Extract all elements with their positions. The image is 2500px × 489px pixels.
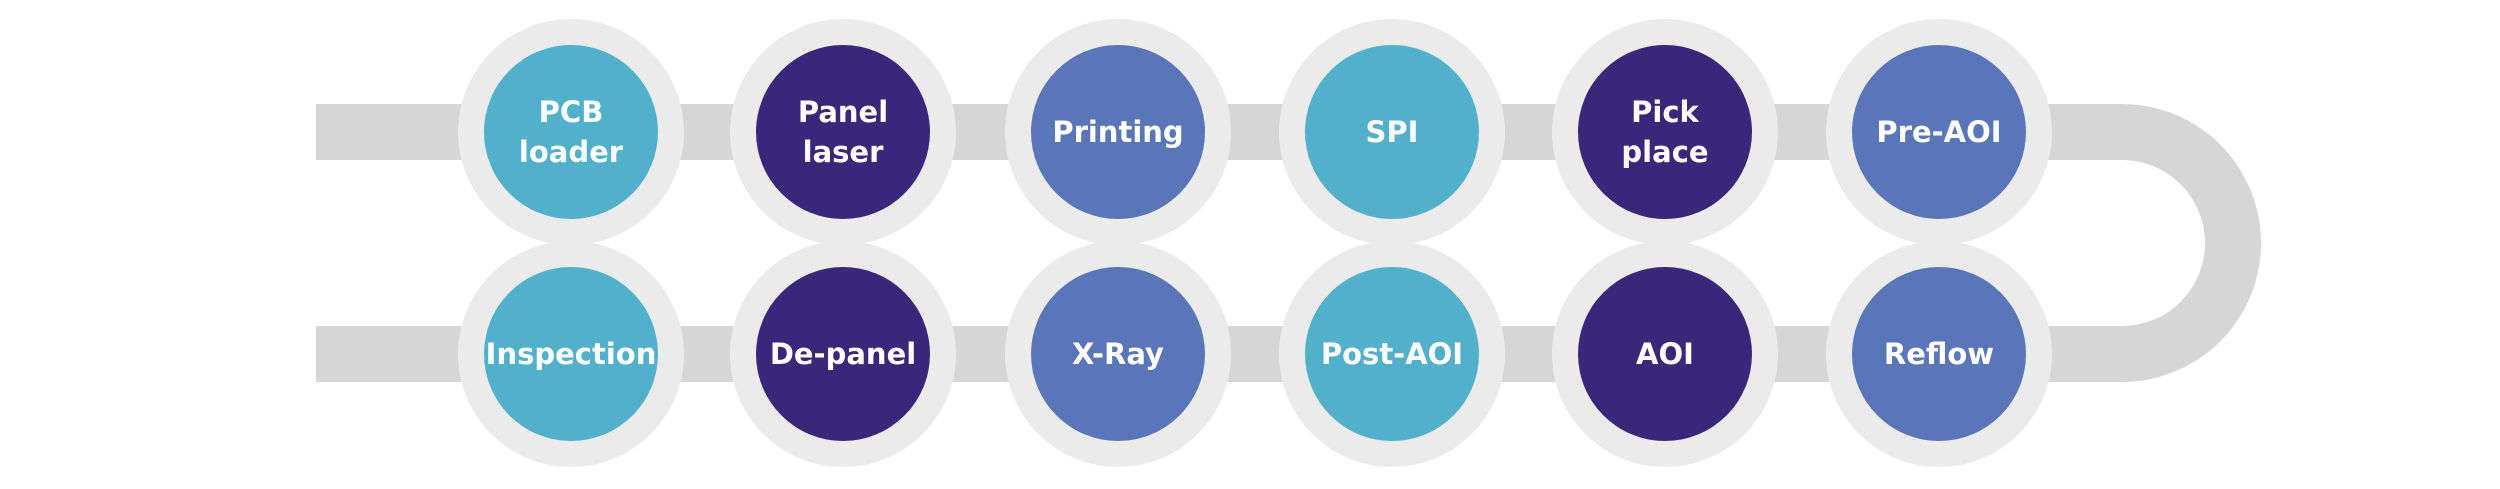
station-label: PCB loader (518, 95, 624, 169)
station-label: SPI (1365, 115, 1419, 149)
conveyor-track (316, 104, 2261, 382)
station-disc: Printing (1031, 45, 1205, 219)
station-label: Inspection (485, 337, 657, 371)
station-disc: Pick place (1578, 45, 1752, 219)
station-label: De-panel (769, 337, 917, 371)
station-label: Panel laser (797, 95, 889, 169)
station-disc: Panel laser (756, 45, 930, 219)
station-node: Printing (1005, 19, 1231, 245)
station-label: Pick place (1621, 95, 1709, 169)
station-node: Pick place (1552, 19, 1778, 245)
station-node: AOI (1552, 241, 1778, 467)
station-disc: PCB loader (484, 45, 658, 219)
station-node: X-Ray (1005, 241, 1231, 467)
station-node: Pre-AOI (1826, 19, 2052, 245)
station-disc: De-panel (756, 267, 930, 441)
station-label: Printing (1052, 115, 1184, 149)
station-label: X-Ray (1072, 337, 1164, 371)
station-disc: X-Ray (1031, 267, 1205, 441)
station-node: PCB loader (458, 19, 684, 245)
station-disc: Reflow (1852, 267, 2026, 441)
station-node: SPI (1279, 19, 1505, 245)
station-node: Inspection (458, 241, 684, 467)
station-node: Reflow (1826, 241, 2052, 467)
station-node: De-panel (730, 241, 956, 467)
station-disc: AOI (1578, 267, 1752, 441)
station-disc: Inspection (484, 267, 658, 441)
station-label: Reflow (1883, 337, 1995, 371)
station-label: Pre-AOI (1876, 115, 2002, 149)
station-node: Panel laser (730, 19, 956, 245)
station-label: Post-AOI (1320, 337, 1464, 371)
station-disc: Pre-AOI (1852, 45, 2026, 219)
station-label: AOI (1636, 337, 1694, 371)
station-node: Post-AOI (1279, 241, 1505, 467)
station-disc: SPI (1305, 45, 1479, 219)
station-disc: Post-AOI (1305, 267, 1479, 441)
